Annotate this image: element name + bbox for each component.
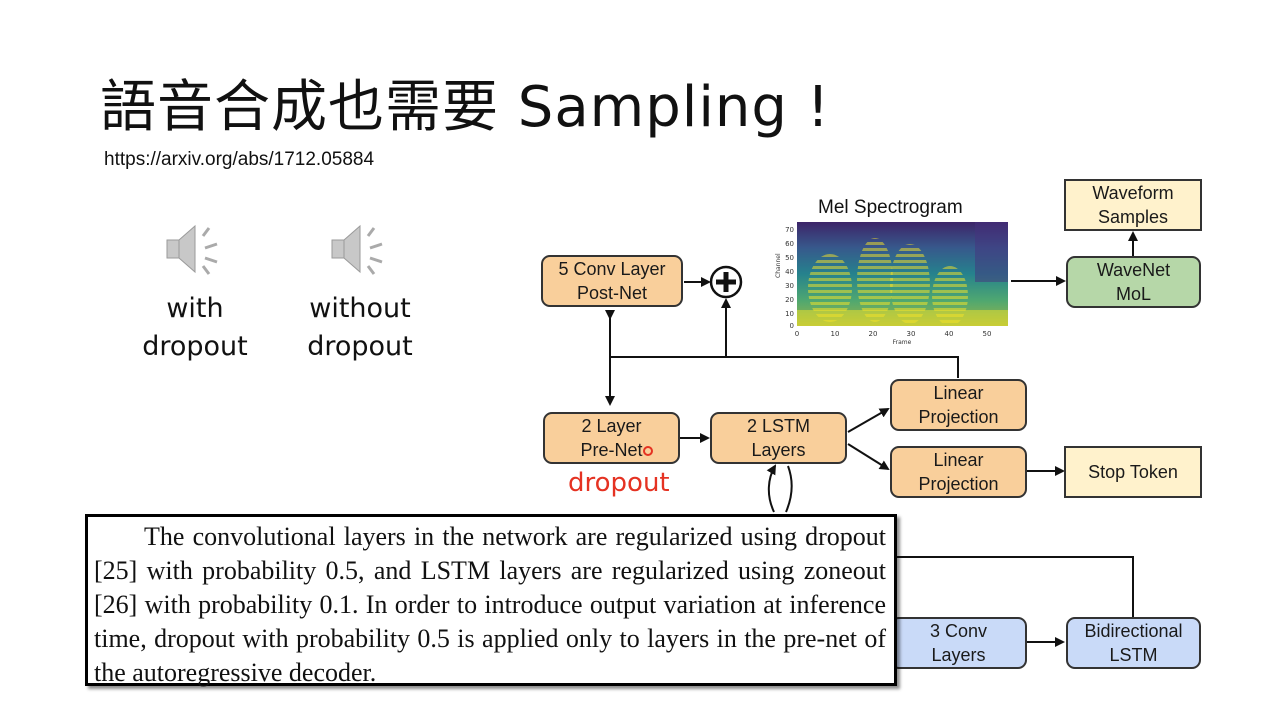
mel-ytick: 40 [785, 268, 794, 276]
audio-label-line1: with [166, 293, 224, 324]
block-line: LSTM [1109, 645, 1158, 665]
block-line: Bidirectional [1084, 621, 1183, 641]
mel-ytick: 30 [785, 282, 794, 290]
audio-sample-without-dropout[interactable]: without dropout [300, 220, 420, 366]
arrow-lstm-to-linear1 [847, 408, 890, 433]
mel-ytick: 50 [785, 254, 794, 262]
mel-xtick: 40 [945, 330, 954, 338]
block-line: MoL [1115, 284, 1151, 304]
block-line: 5 Conv Layer [558, 259, 666, 279]
mel-xtick: 0 [795, 330, 799, 338]
line-bilstm-up [897, 556, 1134, 617]
slide-title: 語音合成也需要 Sampling ! [100, 75, 831, 140]
audio-label-line2: dropout [142, 331, 248, 362]
mel-spectrogram-plot: Channel 70 60 50 40 30 20 10 0 0 10 20 3… [775, 222, 1008, 346]
block-line: Layers [751, 440, 806, 460]
paper-excerpt-box: The convolutional layers in the network … [85, 514, 897, 687]
audio-sample-with-dropout[interactable]: with dropout [140, 220, 250, 366]
mel-spectrogram-title: Mel Spectrogram [818, 197, 963, 218]
mel-ytick: 60 [785, 240, 794, 248]
block-line: 2 LSTM [746, 416, 811, 436]
block-line: Samples [1097, 207, 1169, 227]
block-line: Projection [918, 407, 999, 427]
block-line: WaveNet [1096, 260, 1171, 280]
block-line: 2 Layer [581, 416, 642, 436]
arrow-lstm-to-linear2 [847, 443, 890, 471]
block-line: 3 Conv [929, 621, 988, 641]
mel-ytick: 10 [785, 310, 794, 318]
mel-xlabel: Frame [893, 339, 912, 346]
block-lstm: 2 LSTM Layers [710, 412, 847, 464]
mel-ytick: 70 [785, 226, 794, 234]
mel-xtick: 20 [869, 330, 878, 338]
arrow-attention-down [785, 465, 793, 513]
speaker-icon[interactable] [328, 220, 392, 280]
paper-excerpt-text: The convolutional layers in the network … [94, 522, 886, 687]
block-line: Linear [933, 383, 984, 403]
speaker-icon[interactable] [163, 220, 227, 280]
audio-label-line1: without [309, 293, 411, 324]
line-feedback [610, 356, 959, 378]
mel-ylabel: Channel [775, 253, 782, 278]
mel-xtick: 50 [983, 330, 992, 338]
audio-label-line2: dropout [307, 331, 413, 362]
block-line: Waveform [1092, 183, 1174, 203]
paper-url[interactable]: https://arxiv.org/abs/1712.05884 [104, 149, 375, 170]
mel-ytick: 20 [785, 296, 794, 304]
mel-xtick: 30 [907, 330, 916, 338]
block-line: Pre-Net [580, 440, 643, 460]
block-line: Layers [931, 645, 986, 665]
block-line: Post-Net [576, 283, 648, 303]
block-stop-token: Stop Token [1064, 446, 1202, 498]
block-line: Linear [933, 450, 984, 470]
mel-xtick: 10 [831, 330, 840, 338]
block-line: Projection [918, 474, 999, 494]
arrow-attention-up [766, 464, 777, 513]
block-line: Stop Token [1088, 462, 1178, 482]
mel-ytick: 0 [790, 322, 794, 330]
dropout-annotation: dropout [568, 468, 670, 498]
pointer-highlight [643, 446, 653, 456]
